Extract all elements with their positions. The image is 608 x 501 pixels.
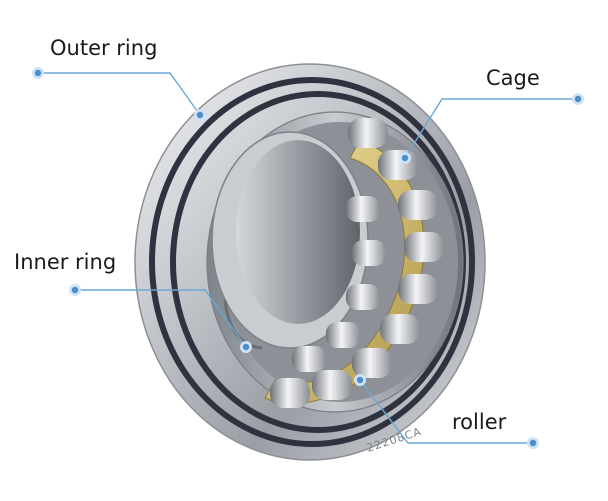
roller-7	[352, 348, 392, 378]
dot-roller-target-core	[356, 376, 364, 384]
dot-roller-end-core	[529, 439, 537, 447]
roller-3	[398, 190, 438, 220]
leader-lines	[38, 72, 578, 444]
roller-9	[270, 378, 310, 408]
inner-ring-bore	[236, 140, 360, 324]
roller-8	[312, 370, 352, 400]
roller-12	[346, 284, 380, 310]
dot-cage-end-core	[574, 95, 582, 103]
roller-6	[380, 314, 420, 344]
leader-line-roller	[359, 379, 533, 444]
leader-line-cage	[404, 98, 578, 159]
dot-outer-ring-target-core	[196, 111, 204, 119]
roller-14	[292, 346, 326, 372]
roller-2	[378, 150, 418, 180]
inner-ring	[211, 131, 369, 350]
label-dots	[32, 67, 584, 449]
label-cage: Cage	[486, 66, 540, 90]
leader-line-outer-ring	[38, 72, 201, 116]
dot-cage-target-core	[401, 154, 409, 162]
roller-10	[346, 196, 380, 222]
roller-11	[352, 240, 386, 266]
roller-5	[398, 274, 438, 304]
rollers	[270, 118, 444, 408]
label-inner-ring: Inner ring	[14, 250, 117, 274]
roller-1	[348, 118, 388, 148]
roller-4	[404, 232, 444, 262]
roller-13	[326, 322, 360, 348]
outer-ring-groove-1	[149, 77, 475, 447]
dot-inner-ring-end-core	[71, 286, 79, 294]
dot-outer-ring-end-core	[34, 69, 42, 77]
dot-inner-ring-target-core	[242, 343, 250, 351]
label-outer-ring: Outer ring	[50, 36, 158, 60]
label-roller: roller	[452, 410, 507, 434]
leader-line-inner-ring	[75, 289, 247, 348]
